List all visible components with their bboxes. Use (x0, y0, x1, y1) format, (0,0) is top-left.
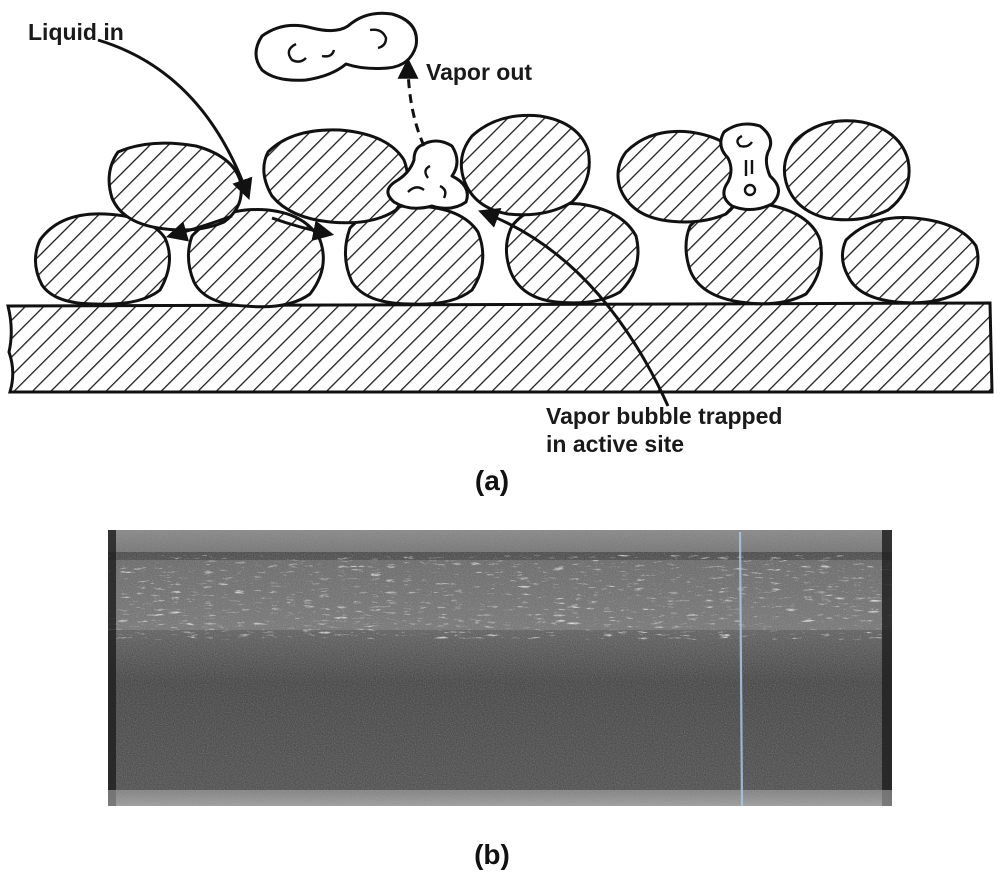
particle (187, 208, 325, 309)
vapor-bubble-pore-right (719, 122, 780, 211)
photo-vertical-streak (738, 531, 744, 807)
photo-grain (108, 530, 892, 806)
vapor-cloud (254, 11, 418, 82)
label-trapped-line1: Vapor bubble trapped (546, 403, 782, 429)
panel-b-label: (b) (474, 839, 510, 870)
photo-left-edge (108, 530, 116, 806)
particle (505, 201, 640, 305)
particle (107, 141, 243, 232)
particle (459, 113, 591, 217)
label-liquid-in: Liquid in (28, 19, 124, 45)
label-vapor-out: Vapor out (426, 59, 532, 85)
photo-right-edge (882, 530, 892, 806)
photo-top-edge (108, 530, 892, 552)
panel-a-schematic: Liquid in Vapor out Vapor bubble trapped… (6, 11, 994, 496)
particle (34, 212, 171, 306)
particle-layer-top (107, 113, 911, 232)
vapor-bubble-pore-center (386, 139, 469, 210)
liquid-spread-arrows (165, 214, 335, 242)
label-trapped-line2: in active site (546, 431, 684, 457)
photo-bottom-edge (108, 790, 892, 806)
substrate-plate (6, 301, 994, 394)
panel-a-label: (a) (475, 465, 509, 496)
particle (841, 215, 980, 305)
panel-b-photo: (b) (108, 530, 892, 870)
trapped-bubble-arrow (478, 208, 670, 407)
particle (616, 129, 747, 224)
liquid-in-arrow (97, 38, 253, 200)
particle (782, 119, 911, 222)
particle (262, 128, 410, 225)
vapor-out-arrow (397, 57, 426, 147)
